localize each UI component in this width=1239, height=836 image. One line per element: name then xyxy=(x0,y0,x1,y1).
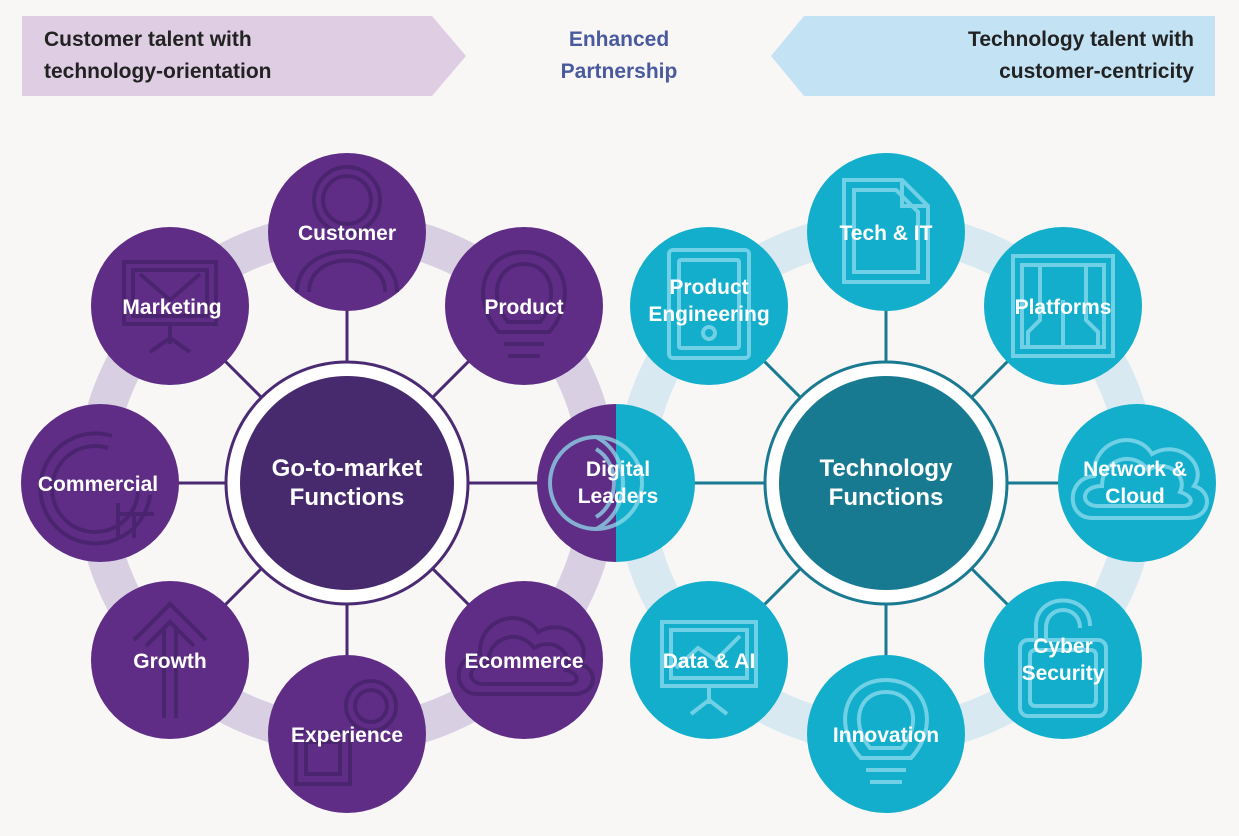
left-node-commercial: Commercial xyxy=(21,404,179,562)
center-label-line-1: Enhanced xyxy=(569,28,669,51)
right-node-tech-it: Tech & IT xyxy=(807,153,965,311)
right-node-innovation: Innovation xyxy=(807,655,965,813)
right-node-product-eng-label-line-1: Product xyxy=(669,276,748,299)
right-node-platforms: Platforms xyxy=(984,227,1142,385)
left-banner-line-2: technology-orientation xyxy=(44,60,272,83)
left-node-ecommerce: Ecommerce xyxy=(445,581,603,739)
right-node-network-label-line-1: Network & xyxy=(1083,458,1187,481)
right-node-product-eng-label-line-2: Engineering xyxy=(648,303,769,326)
right-node-innovation-label: Innovation xyxy=(833,724,939,747)
shared-node-label-line-2: Leaders xyxy=(578,485,659,508)
device-icon xyxy=(667,248,751,360)
chart-board-icon xyxy=(660,620,758,716)
person-icon xyxy=(295,165,399,293)
cloud-icon xyxy=(1070,438,1209,520)
right-node-cyber-label-line-2: Security xyxy=(1022,662,1105,685)
right-node-network-cloud: Network & Cloud xyxy=(1058,404,1216,562)
left-node-growth-label: Growth xyxy=(133,650,207,673)
right-node-cyber-security: Cyber Security xyxy=(984,581,1142,739)
left-node-marketing-label: Marketing xyxy=(122,296,221,319)
touch-icon xyxy=(294,679,398,786)
target-icon xyxy=(38,431,154,546)
arrow-up-icon xyxy=(132,601,208,718)
left-node-product-label: Product xyxy=(484,296,563,319)
left-node-experience: Experience xyxy=(268,655,426,813)
left-node-experience-label: Experience xyxy=(291,724,403,747)
right-banner: Technology talent with customer-centrici… xyxy=(771,16,1215,96)
left-node-customer: Customer xyxy=(268,153,426,311)
right-node-product-engineering: Product Engineering xyxy=(630,227,788,385)
left-hub-line-2: Functions xyxy=(290,484,405,511)
right-node-data-ai: Data & AI xyxy=(630,581,788,739)
right-node-data-ai-label: Data & AI xyxy=(663,650,756,673)
left-node-customer-label: Customer xyxy=(298,222,396,245)
padlock-icon xyxy=(1018,598,1108,718)
right-hub: Technology Functions xyxy=(763,360,1009,606)
lightbulb-icon xyxy=(843,677,929,784)
right-node-cyber-label-line-1: Cyber xyxy=(1033,635,1093,658)
lightbulb-icon xyxy=(481,249,567,358)
center-label-line-2: Partnership xyxy=(561,60,678,83)
right-node-tech-it-label: Tech & IT xyxy=(840,222,933,245)
document-icon xyxy=(842,178,930,284)
left-hub-line-1: Go-to-market xyxy=(272,455,423,482)
circuit-board-icon xyxy=(1011,254,1115,358)
left-hub: Go-to-market Functions xyxy=(224,360,470,606)
center-label: Enhanced Partnership xyxy=(561,28,678,83)
right-node-network-label-line-2: Cloud xyxy=(1105,485,1164,508)
presentation-icon xyxy=(122,260,218,354)
left-node-product: Product xyxy=(445,227,603,385)
left-node-commercial-label: Commercial xyxy=(38,473,158,496)
shared-node-label-line-1: Digital xyxy=(586,458,650,481)
left-banner: Customer talent with technology-orientat… xyxy=(22,16,466,96)
right-hub-line-2: Functions xyxy=(829,484,944,511)
right-banner-line-2: customer-centricity xyxy=(999,60,1194,83)
left-node-ecommerce-label: Ecommerce xyxy=(464,650,583,673)
right-banner-line-1: Technology talent with xyxy=(968,28,1194,51)
shared-node-digital-leaders: Digital Leaders xyxy=(537,404,695,562)
left-node-growth: Growth xyxy=(91,581,249,739)
globe-icon xyxy=(548,435,644,531)
right-node-platforms-label: Platforms xyxy=(1015,296,1112,319)
cloud-icon xyxy=(456,616,595,696)
right-hub-line-1: Technology xyxy=(820,455,954,482)
left-banner-line-1: Customer talent with xyxy=(44,28,252,51)
left-node-marketing: Marketing xyxy=(91,227,249,385)
